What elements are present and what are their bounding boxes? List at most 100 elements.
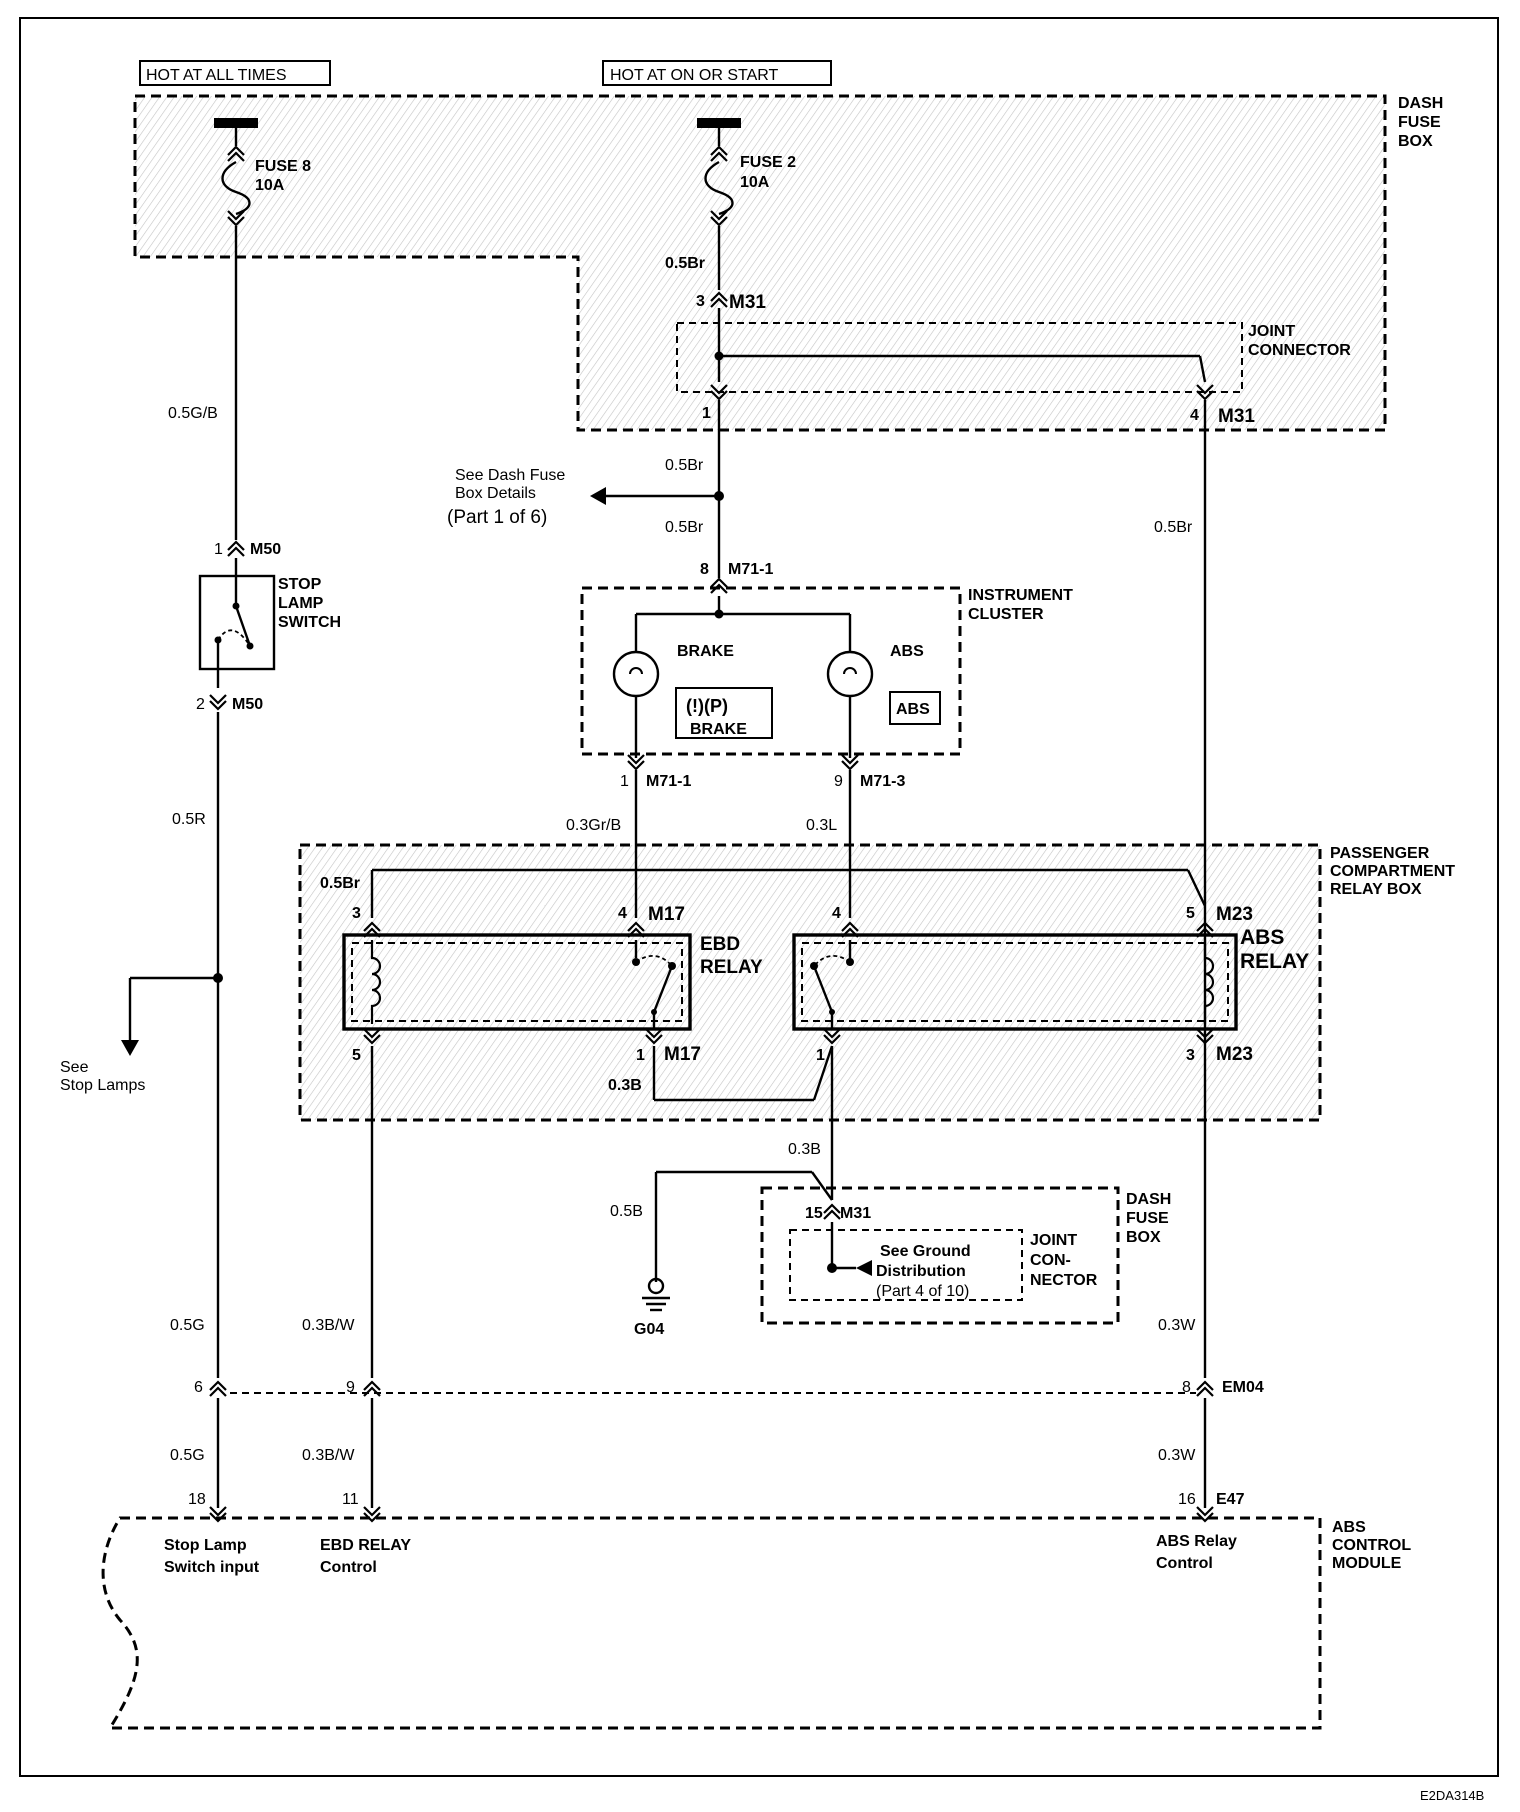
brake-icon-box: [675, 687, 773, 739]
abs-icon-box: [889, 691, 941, 725]
m31-15-name: M31: [840, 1205, 871, 1222]
abs-icon-text: ABS: [896, 701, 930, 718]
brake-icon-caption: BRAKE: [690, 721, 747, 738]
wire-03W-b: 0.3W: [1158, 1447, 1196, 1464]
wire-03W-a: 0.3W: [1158, 1317, 1196, 1334]
m711-1-name: M71-1: [646, 773, 691, 790]
hot-on-start-box: [602, 60, 832, 86]
m31-15-pin: 15: [805, 1205, 823, 1222]
relay-box-outline: [298, 843, 1322, 1122]
m713-9-name: M71-3: [860, 773, 905, 790]
m23-4-pin: 4: [832, 905, 841, 922]
bus-bar-fuse2: [697, 118, 741, 128]
wire-05GB: 0.5G/B: [168, 405, 218, 422]
abs-control-module-outline: [101, 1516, 1322, 1730]
m17-1-pin: 1: [636, 1047, 645, 1064]
m31-3-pin: 3: [696, 293, 705, 310]
e47-name: E47: [1216, 1491, 1245, 1508]
wire-05G-b: 0.5G: [170, 1447, 205, 1464]
m31-4-pin: 4: [1190, 407, 1199, 424]
see-dash-fuse-part: (Part 1 of 6): [447, 507, 547, 528]
m17-5-pin: 5: [352, 1047, 361, 1064]
fuse8-rating: 10A: [255, 177, 285, 194]
brake-icon-text: (!)(P): [686, 696, 728, 716]
m31-3-name: M31: [729, 292, 766, 313]
see-ground-part: (Part 4 of 10): [876, 1283, 969, 1300]
diagram-frame: [19, 17, 1499, 1777]
joint-connector-box: [676, 322, 1243, 393]
bus-bar-fuse8: [214, 118, 258, 128]
abs-relay-coil: [1203, 940, 1215, 1024]
hot-at-all-times-box: [139, 60, 331, 86]
ground-dash-fuse-box: [760, 1186, 1120, 1325]
wire-03B-b: 0.3B: [788, 1141, 821, 1158]
m711-8-pin: 8: [700, 561, 709, 578]
brake-lamp-label: BRAKE: [677, 643, 734, 660]
abs-relay-body: [792, 933, 1238, 1031]
m31-4-name: M31: [1218, 406, 1255, 427]
m17-3-pin: 3: [352, 905, 361, 922]
wire-05R: 0.5R: [172, 811, 206, 828]
m23-5-name: M23: [1216, 904, 1253, 925]
dash-fuse-box-outline: [133, 94, 1387, 432]
m23-5-pin: 5: [1186, 905, 1195, 922]
em04-8-pin: 8: [1182, 1379, 1191, 1396]
ground-g04-name: G04: [634, 1321, 664, 1338]
wire-05Br-a: 0.5Br: [665, 255, 705, 272]
fuse2-symbol: [704, 160, 734, 216]
wire-03GrB: 0.3Gr/B: [566, 817, 621, 834]
em04-9-pin: 9: [346, 1379, 355, 1396]
fuse2-name: FUSE 2: [740, 154, 796, 171]
e47-11-pin: 11: [342, 1491, 359, 1508]
ebd-relay-body: [342, 933, 692, 1031]
m50-1-pin: 1: [214, 541, 223, 558]
wire-03BW-a: 0.3B/W: [302, 1317, 355, 1334]
fuse8-name: FUSE 8: [255, 158, 311, 175]
wire-05Br-d: 0.5Br: [1154, 519, 1193, 536]
wire-05Br-relay: 0.5Br: [320, 875, 360, 892]
m713-9-pin: 9: [834, 773, 843, 790]
wire-03L: 0.3L: [806, 817, 837, 834]
m17-1-name: M17: [664, 1044, 701, 1065]
figure-id: E2DA314B: [1420, 1788, 1484, 1803]
abs-lamp-label: ABS: [890, 643, 924, 660]
ebd-relay-coil: [370, 940, 382, 1024]
wire-03B-a: 0.3B: [608, 1077, 642, 1094]
m23-3-name: M23: [1216, 1044, 1253, 1065]
m31-1-pin: 1: [702, 405, 711, 422]
wire-05Br-b: 0.5Br: [665, 457, 704, 474]
m17-4-name: M17: [648, 904, 685, 925]
m23-1-pin: 1: [816, 1047, 825, 1064]
em04-6-pin: 6: [194, 1379, 203, 1396]
wire-05Br-c: 0.5Br: [665, 519, 704, 536]
m50-2-pin: 2: [196, 696, 205, 713]
brake-lamp-bulb: [612, 650, 660, 698]
hot-at-all-times-label: HOT AT ALL TIMES: [146, 67, 287, 84]
m711-8-name: M71-1: [728, 561, 773, 578]
ground-g04-symbol: [647, 1277, 665, 1295]
m711-1-pin: 1: [620, 773, 629, 790]
fuse8-symbol: [221, 160, 251, 216]
relay-box-region: [300, 845, 1320, 1120]
m17-4-pin: 4: [618, 905, 627, 922]
em04-name: EM04: [1222, 1379, 1264, 1396]
m50-2-name: M50: [232, 696, 263, 713]
m50-1-name: M50: [250, 541, 281, 558]
wire-03BW-b: 0.3B/W: [302, 1447, 355, 1464]
wire-05B: 0.5B: [610, 1203, 643, 1220]
